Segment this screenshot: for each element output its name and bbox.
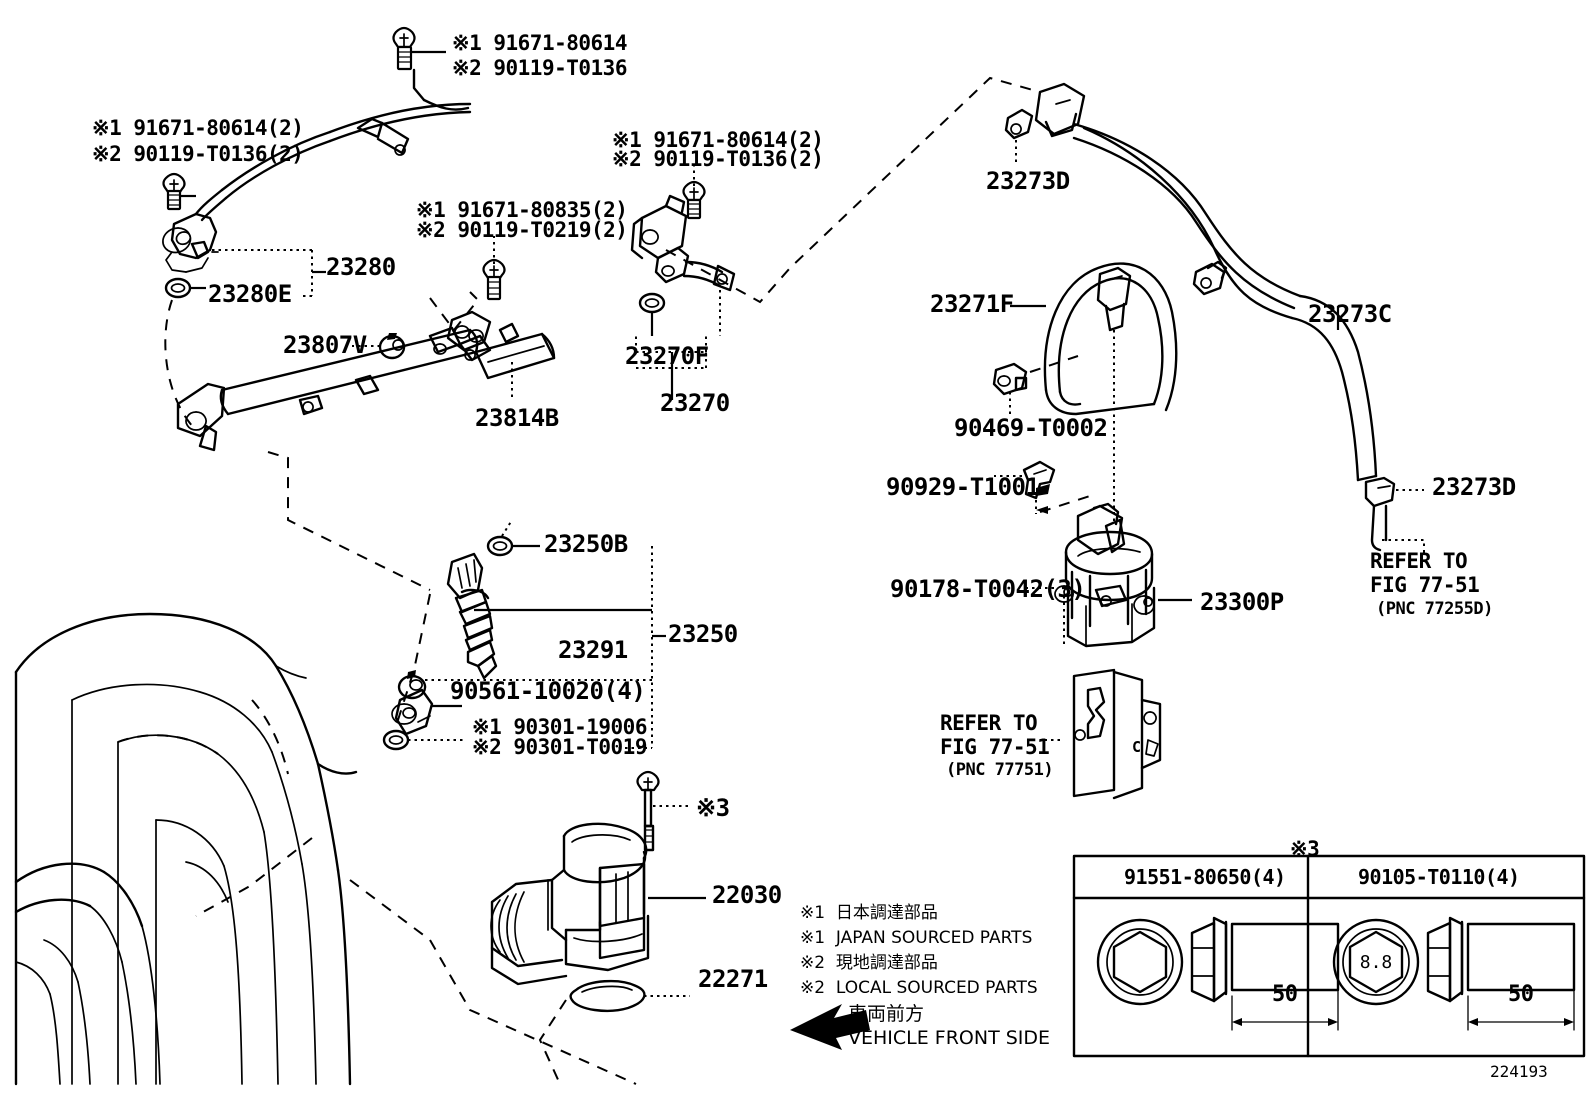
legend-line-1: ※1 JAPAN SOURCED PARTS <box>800 928 1033 948</box>
bracket-23280 <box>211 249 326 297</box>
callout-23273D-right: 23273D <box>1432 473 1516 501</box>
callout-23280: 23280 <box>326 253 396 281</box>
callout-top-bolt-line2: ※2 90119-T0136 <box>452 56 627 80</box>
callout-23271F: 23271F <box>930 290 1014 318</box>
assembly-line-3 <box>665 76 1041 304</box>
bolt-table-frame: 8.8 <box>1072 854 1586 1058</box>
fuel-rail-23814B <box>176 310 556 452</box>
assembly-line-4 <box>267 451 431 591</box>
callout-left-bolt-line1: ※1 91671-80614(2) <box>92 116 304 140</box>
refer-right-line2: FIG 77-51 <box>1370 573 1480 597</box>
callout-90929: 90929-T1001 <box>886 473 1040 501</box>
callout-23250: 23250 <box>668 620 738 648</box>
bolt-table-star-marker: ※3 <box>1290 837 1320 861</box>
clamp-dash <box>1029 355 1079 373</box>
hose-assembly-right <box>992 82 1425 556</box>
callout-22030: 22030 <box>712 881 782 909</box>
refer-center-line3: (PNC 77751) <box>946 760 1054 780</box>
refer-right-line1: REFER TO <box>1370 549 1468 573</box>
callout-90178: 90178-T0042(3) <box>890 575 1086 603</box>
refer-center-line2: FIG 77-51 <box>940 735 1050 759</box>
assembly-line-1 <box>164 299 197 431</box>
callout-90561: 90561-10020(4) <box>450 677 646 705</box>
callout-23273D-top: 23273D <box>986 167 1070 195</box>
grommet-23807V <box>352 333 406 360</box>
assembly-line-5 <box>195 837 313 917</box>
assembly-line-6 <box>397 593 431 721</box>
callout-mid-bolt-line1: ※1 91671-80835(2) <box>416 198 628 222</box>
callout-right-bolt-line2: ※2 90119-T0136(2) <box>612 147 824 171</box>
bolt-table-col0-header: 91551-80650(4) <box>1124 865 1286 889</box>
fuel-pipe-23280 <box>162 68 472 273</box>
callout-right-bolt-line1: ※1 91671-80614(2) <box>612 128 824 152</box>
callout-oring23250-line2: ※2 90301-T0019 <box>472 735 647 759</box>
refer-center-line1: REFER TO <box>940 711 1038 735</box>
legend-line-3: ※2 LOCAL SOURCED PARTS <box>800 978 1038 998</box>
bracket-pnc-77751: C <box>1040 668 1162 800</box>
throttle-body-22030 <box>349 770 706 1085</box>
bolt-table-col1-length: 50 <box>1508 982 1534 1007</box>
vehicle-front-en: VEHICLE FRONT SIDE <box>848 1027 1051 1049</box>
callout-23280E: 23280E <box>208 280 292 308</box>
callout-23291: 23291 <box>558 636 628 664</box>
callout-mid-bolt-line2: ※2 90119-T0219(2) <box>416 218 628 242</box>
injector-23250 <box>382 519 666 751</box>
assembly-line-2 <box>429 291 480 332</box>
vehicle-front-jp: 車両前方 <box>848 1003 925 1025</box>
bolt-table-col1-header: 90105-T0110(4) <box>1358 865 1520 889</box>
callout-23814B: 23814B <box>475 404 559 432</box>
callout-oring23250-line1: ※1 90301-19006 <box>472 715 647 739</box>
clip-dash <box>1039 495 1091 513</box>
svg-text:C: C <box>1132 738 1141 756</box>
callout-90469: 90469-T0002 <box>954 414 1108 442</box>
callout-23273C: 23273C <box>1308 300 1392 328</box>
callout-left-bolt-line2: ※2 90119-T0136(2) <box>92 142 304 166</box>
callout-23807V: 23807V <box>283 331 367 359</box>
bolt-table-col0-length: 50 <box>1272 982 1298 1007</box>
callout-top-bolt-line1: ※1 91671-80614 <box>452 31 627 55</box>
callout-23300P: 23300P <box>1200 588 1284 616</box>
part-23270 <box>630 166 736 400</box>
callout-23250B: 23250B <box>544 530 628 558</box>
callout-23270F: 23270F <box>625 342 709 370</box>
legend-line-0: ※1 日本調達部品 <box>800 903 938 923</box>
callout-23270: 23270 <box>660 389 730 417</box>
part-23300P <box>1026 502 1192 648</box>
callout-22271: 22271 <box>698 965 768 993</box>
refer-right-line3: (PNC 77255D) <box>1376 599 1493 619</box>
sourcing-legend: ※1 日本調達部品 ※1 JAPAN SOURCED PARTS ※2 現地調達… <box>800 901 1038 1001</box>
clip-90929-T1001 <box>994 460 1091 514</box>
legend-line-2: ※2 現地調達部品 <box>800 953 938 973</box>
vehicle-front-arrow <box>790 1004 870 1050</box>
bolt-icon-mid <box>482 236 506 301</box>
callout-star3-throttle: ※3 <box>696 794 730 822</box>
bolt-icon-top <box>392 26 446 71</box>
svg-text:8.8: 8.8 <box>1360 952 1393 973</box>
engine-block-outline <box>14 612 358 1086</box>
oring-23280E <box>164 277 206 299</box>
figure-number: 224193 <box>1490 1062 1548 1081</box>
